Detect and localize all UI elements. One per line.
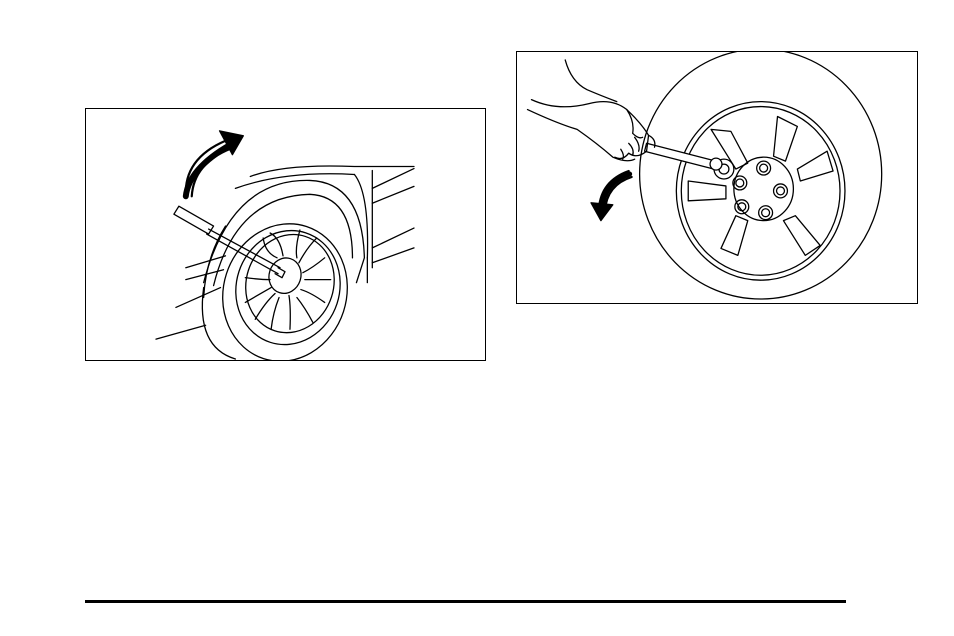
tire-icon	[640, 52, 882, 299]
wheel-cover-icon	[221, 217, 355, 358]
hand-icon	[528, 60, 655, 161]
rotation-arrow-icon	[186, 131, 244, 196]
counterclockwise-arrow-icon	[591, 171, 632, 221]
car-body-outline	[156, 166, 414, 339]
page-footer-rule	[85, 600, 846, 603]
wheel-nuts-icon	[733, 161, 788, 220]
wheel-cover-removal-illustration	[85, 108, 486, 361]
wheel-icon	[676, 102, 845, 281]
loosen-wheel-nuts-illustration	[516, 51, 918, 304]
wheel-wrench-icon	[645, 143, 734, 179]
